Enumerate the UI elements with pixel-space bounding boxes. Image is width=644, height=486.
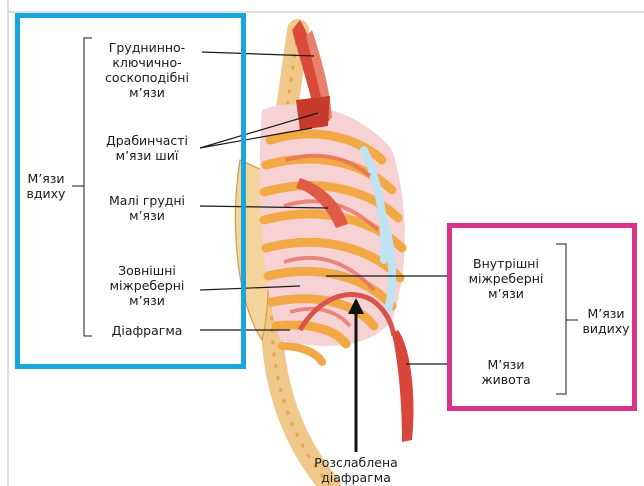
diaphragm-label: Діафрагма (92, 323, 202, 338)
